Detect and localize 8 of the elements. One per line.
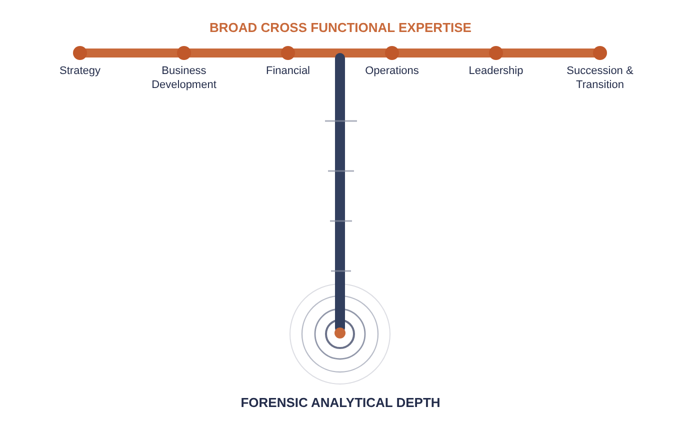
category-label: Business Development <box>150 64 218 92</box>
axis-title: BROAD CROSS FUNCTIONAL EXPERTISE <box>208 20 472 35</box>
category-label: Succession & Transition <box>566 64 634 92</box>
category-label: Strategy <box>58 64 102 78</box>
category-label: Financial <box>264 64 312 78</box>
axis-title: FORENSIC ANALYTICAL DEPTH <box>240 395 442 410</box>
category-label: Operations <box>364 64 420 78</box>
category-label: Leadership <box>468 64 524 78</box>
